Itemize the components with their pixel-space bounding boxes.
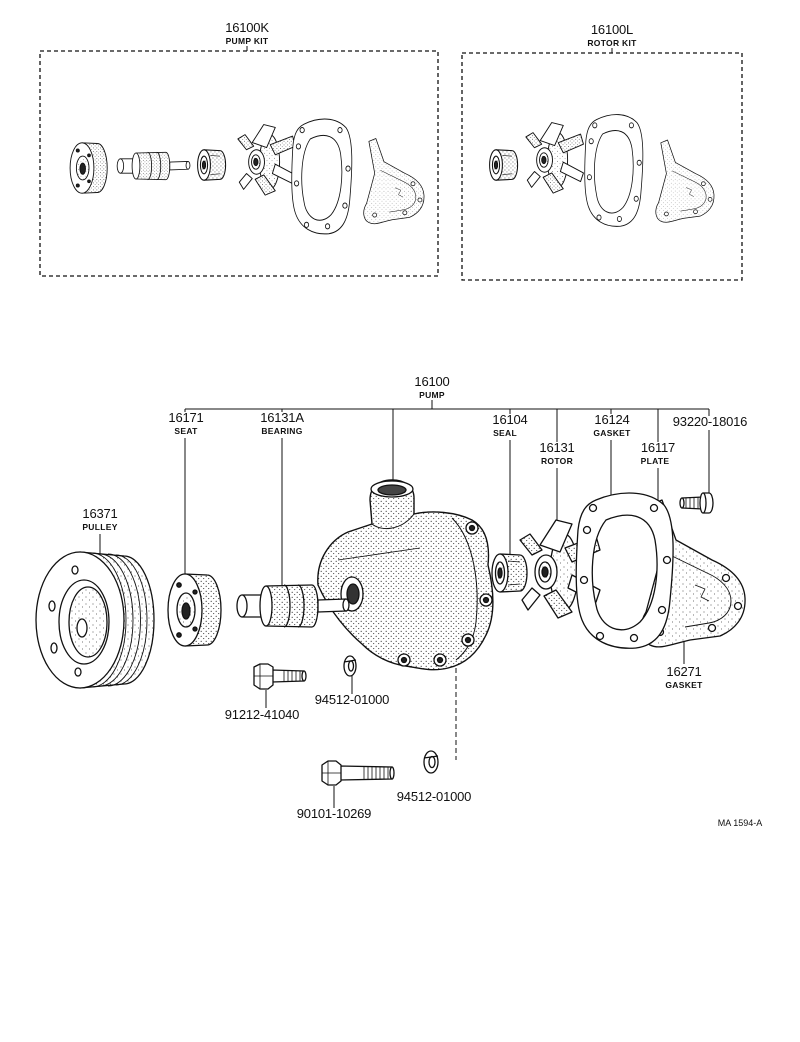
rotor-kit-section: 16100L ROTOR KIT xyxy=(461,22,743,281)
plate-bolt-part-number: 93220-18016 xyxy=(673,414,747,429)
pulley-16371-ellipse xyxy=(76,618,88,638)
rotor-kit-rotor xyxy=(525,122,584,194)
upper-washer-part-number: 94512-01000 xyxy=(315,692,389,707)
part-labels: 16100 PUMP 16171 SEAT 16131A BEARING 161… xyxy=(82,374,762,828)
plate-name: PLATE xyxy=(641,456,670,466)
pump-kit-seal xyxy=(197,149,227,181)
pump-housing-16100-circle xyxy=(464,636,472,644)
bolt-91212-41040-ellipse xyxy=(301,670,307,682)
seat-part-number: 16171 xyxy=(168,410,203,425)
pump-kit-dashed-box xyxy=(39,50,439,277)
pump-housing-16100-circle xyxy=(482,596,490,604)
plate-part-number: 16117 xyxy=(641,440,675,455)
pump-kit-rotor xyxy=(237,124,296,196)
gasket-front-part-number: 16124 xyxy=(594,412,629,427)
rotor-kit-plate xyxy=(655,139,715,223)
bolt-90101-10269-path xyxy=(363,766,389,780)
pump-housing-16100-circle xyxy=(436,656,444,664)
pump-housing-16100 xyxy=(317,479,494,671)
seat-16171 xyxy=(167,573,222,647)
pump-housing-16100-path xyxy=(451,517,478,661)
washer-94512-01000-upper-path xyxy=(343,659,357,663)
pulley-name: PULLEY xyxy=(82,522,117,532)
figure-code: MA 1594-A xyxy=(718,818,763,828)
seal-name: SEAL xyxy=(493,428,517,438)
bolt-93220-18016 xyxy=(679,492,714,514)
rotor-kit-seal xyxy=(489,149,519,181)
pulley-16371-ellipse xyxy=(50,642,58,654)
pulley-part-number: 16371 xyxy=(82,506,117,521)
gasket-rear-part-number: 16271 xyxy=(666,664,701,679)
gasket-rear-name: GASKET xyxy=(665,680,703,690)
pulley-16371 xyxy=(35,551,155,689)
pulley-16371-path xyxy=(107,553,141,687)
pump-housing-16100-circle xyxy=(400,656,408,664)
bolt-91212-41040-polygon xyxy=(253,663,274,690)
pump-assembly-name: PUMP xyxy=(419,390,445,400)
rotor-kit-part-number: 16100L xyxy=(591,22,633,37)
bolt-93220-18016-ellipse xyxy=(699,492,707,514)
long-bolt-part-number: 90101-10269 xyxy=(297,806,371,821)
bolt-91212-41040 xyxy=(253,663,307,690)
pump-kit-plate xyxy=(363,138,425,225)
rotor-kit-name: ROTOR KIT xyxy=(587,38,637,48)
washer-94512-01000-upper xyxy=(343,655,357,677)
bolt-91212-41040-path xyxy=(283,670,301,682)
washer-94512-01000-lower xyxy=(423,750,439,774)
pulley-16371-ellipse xyxy=(68,586,108,658)
pump-kit-name: PUMP KIT xyxy=(226,36,269,46)
pump-kit-bearing xyxy=(116,151,191,181)
pump-kit-section: 16100K PUMP KIT xyxy=(39,20,439,277)
bolt-93220-18016-ellipse xyxy=(679,497,685,509)
rotor-kit-gasket xyxy=(584,114,644,227)
short-bolt-part-number: 91212-41040 xyxy=(225,707,299,722)
pump-housing-16100-circle xyxy=(468,524,476,532)
bolt-90101-10269-path xyxy=(322,761,341,785)
pump-housing-16100-ellipse xyxy=(377,484,407,496)
bolt-90101-10269 xyxy=(321,760,395,786)
pulley-16371-ellipse xyxy=(48,600,56,612)
pulley-16371-path xyxy=(115,554,148,686)
bolt-90101-10269-ellipse xyxy=(389,766,395,780)
leader-lines xyxy=(99,400,710,808)
seal-16104 xyxy=(491,553,528,593)
pulley-16371-ellipse xyxy=(74,667,82,677)
washer-94512-01000-upper-ellipse xyxy=(347,660,355,672)
pump-housing-16100-ellipse xyxy=(346,583,360,605)
pump-kit-gasket xyxy=(291,118,353,235)
pulley-16371-ellipse xyxy=(71,565,79,575)
pulley-16371-path xyxy=(91,552,127,688)
pulley-16371-path xyxy=(99,553,134,687)
seal-part-number: 16104 xyxy=(492,412,527,427)
seat-name: SEAT xyxy=(174,426,198,436)
pump-assembly-part-number: 16100 xyxy=(414,374,449,389)
lower-washer-part-number: 94512-01000 xyxy=(397,789,471,804)
gasket-16124 xyxy=(575,492,674,649)
bearing-name: BEARING xyxy=(261,426,302,436)
bolt-91212-41040-path xyxy=(254,664,273,689)
bolt-93220-18016-path xyxy=(685,497,699,509)
washer-94512-01000-lower-ellipse xyxy=(428,755,436,769)
washer-94512-01000-lower-path xyxy=(423,755,439,759)
pump-housing-16100-path xyxy=(337,547,421,561)
pump-kit-seat xyxy=(69,142,108,194)
gasket-front-name: GASKET xyxy=(593,428,631,438)
rotor-name: ROTOR xyxy=(541,456,573,466)
rotor-part-number: 16131 xyxy=(539,440,574,455)
bearing-part-number: 16131A xyxy=(260,410,304,425)
pump-housing-16100-path xyxy=(371,513,415,530)
rotor-kit-dashed-box xyxy=(461,52,743,281)
pump-kit-part-number: 16100K xyxy=(225,20,269,35)
